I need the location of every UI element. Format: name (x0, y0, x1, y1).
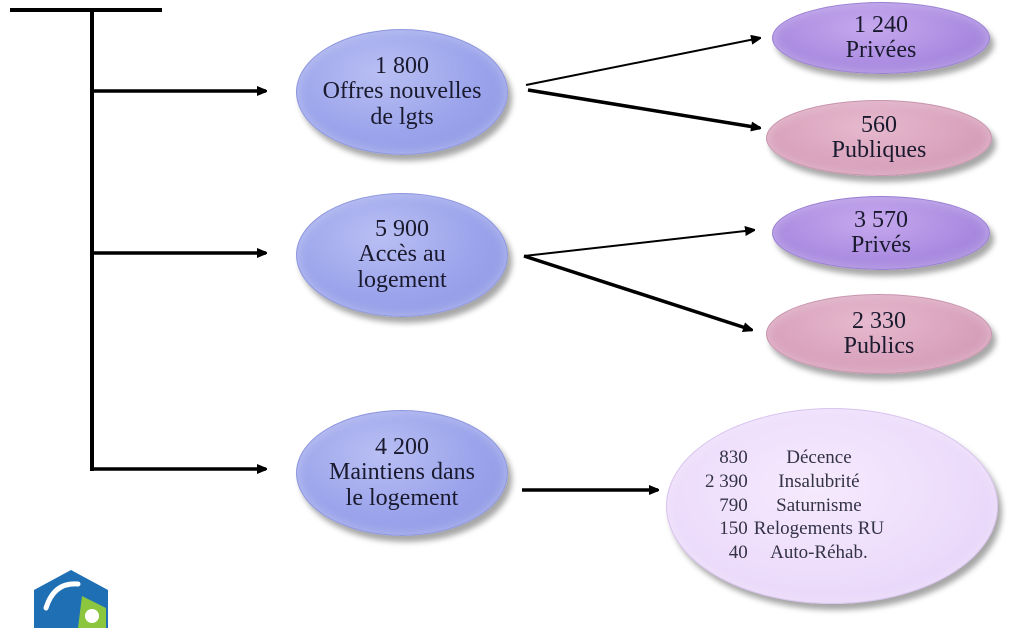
node-value: 560 (861, 111, 897, 138)
node-value: 3 570 (854, 206, 908, 233)
breakdown-value: 790 (719, 494, 748, 516)
breakdown-label: Décence (786, 446, 852, 468)
breakdown-value: 830 (719, 446, 748, 468)
node-label-line: Offres nouvelles (322, 78, 482, 105)
arrow-acces-prives (523, 230, 754, 257)
node-label: Publics (843, 333, 915, 359)
node-label: Privées (845, 37, 917, 63)
node-publiques: 560 Publiques (766, 100, 992, 176)
breakdown-value: 40 (728, 542, 748, 564)
node-acces-logement: 5 900 Accès au logement (296, 193, 508, 317)
node-label-line: de lgts (370, 103, 434, 130)
node-label-line: logement (357, 266, 447, 293)
connector-lines (10, 8, 1020, 613)
organization-logo-icon (34, 570, 108, 628)
node-value: 4 200 (375, 434, 429, 461)
node-label: Publiques (831, 137, 927, 163)
node-value: 5 900 (375, 216, 429, 243)
arrow-acces-publics (523, 254, 752, 330)
arrow-offres-publiques (527, 88, 760, 128)
node-label-line: Maintiens dans (329, 459, 475, 486)
breakdown-label: Auto-Réhab. (770, 542, 868, 564)
node-value: 1 240 (854, 11, 908, 38)
breakdown-list: 830 Décence 2 390 Insalubrité 790 Saturn… (705, 446, 885, 564)
breakdown-label: Insalubrité (778, 470, 860, 492)
node-offres-nouvelles: 1 800 Offres nouvelles de lgts (296, 29, 508, 155)
node-maintiens-breakdown: 830 Décence 2 390 Insalubrité 790 Saturn… (666, 408, 998, 604)
node-privees: 1 240 Privées (772, 2, 990, 74)
breakdown-label: Relogements RU (753, 518, 885, 540)
node-label-line: Accès au (358, 241, 446, 268)
node-label: Privés (851, 232, 911, 258)
node-publics: 2 330 Publics (766, 294, 992, 374)
breakdown-value: 150 (719, 518, 748, 540)
node-value: 2 330 (852, 307, 906, 334)
node-value: 1 800 (375, 53, 429, 80)
node-maintiens-logement: 4 200 Maintiens dans le logement (296, 410, 508, 536)
breakdown-label: Saturnisme (776, 494, 862, 516)
node-prives: 3 570 Privés (772, 196, 990, 270)
arrow-offres-privees (525, 38, 760, 86)
node-label-line: le logement (345, 484, 459, 511)
breakdown-value: 2 390 (705, 470, 748, 492)
